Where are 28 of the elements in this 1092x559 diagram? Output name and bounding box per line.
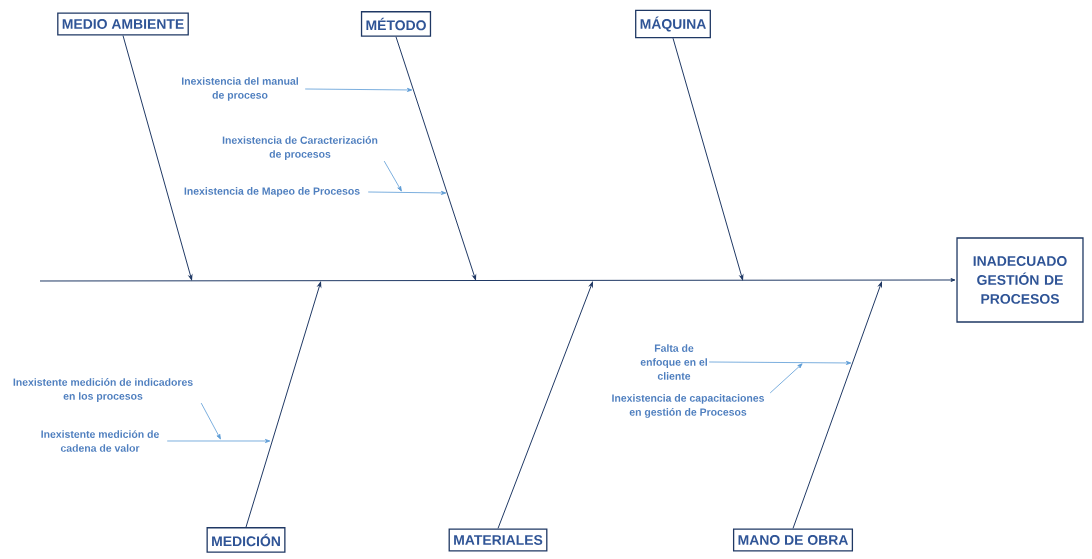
arrow xyxy=(367,190,447,195)
category-box: MATERIALES xyxy=(448,528,548,552)
category-box: MEDICIÓN xyxy=(206,527,286,553)
cause-text: Inexistencia de Mapeo de Procesos xyxy=(184,187,360,197)
cause-text: Inexistente medición de indicadores en los procesos xyxy=(13,378,193,402)
cause-text: Inexistencia del manual de proceso xyxy=(182,77,298,101)
arrow xyxy=(166,439,271,443)
arrow xyxy=(708,360,852,365)
cause-text: Falta de enfoque en el cliente xyxy=(640,344,707,380)
arrow xyxy=(200,402,221,440)
arrow xyxy=(672,37,744,281)
arrow xyxy=(395,36,477,281)
effect-box: INADECUADO GESTIÓN DE PROCESOS xyxy=(956,237,1084,323)
category-box: MÁQUINA xyxy=(635,9,711,39)
arrow xyxy=(304,87,413,92)
arrow xyxy=(792,281,882,529)
cause-text: Inexistencia de capacitaciones en gestión de Procesos xyxy=(612,394,764,418)
arrow xyxy=(39,278,956,282)
arrow xyxy=(497,281,593,529)
arrow xyxy=(122,35,193,281)
category-box: MEDIO AMBIENTE xyxy=(57,12,189,36)
category-box: MÉTODO xyxy=(360,11,432,37)
cause-text: Inexistencia de Caracterización de procesos xyxy=(222,136,378,160)
arrow xyxy=(245,281,322,528)
category-box: MANO DE OBRA xyxy=(732,528,854,552)
cause-text: Inexistente medición de cadena de valor xyxy=(41,430,159,452)
arrow xyxy=(769,363,803,394)
arrow xyxy=(383,160,402,192)
